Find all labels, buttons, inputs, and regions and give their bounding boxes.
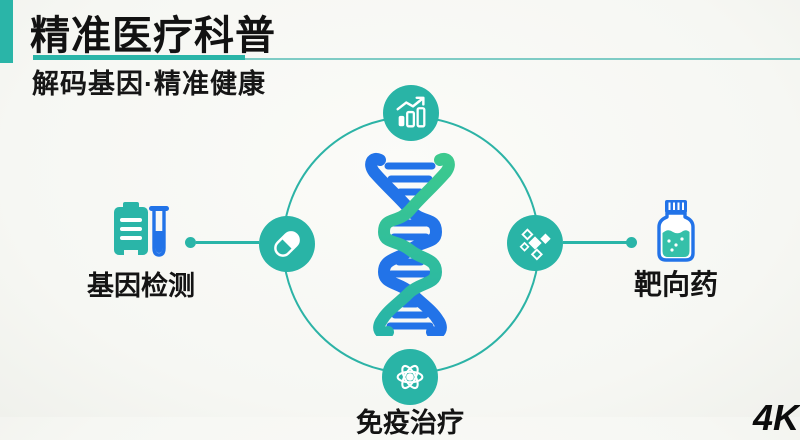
title-underline-thin bbox=[33, 58, 800, 60]
test-tube-icon bbox=[149, 206, 169, 257]
node-atom bbox=[382, 349, 438, 405]
node-molecule bbox=[507, 215, 563, 271]
label-gene-testing: 基因检测 bbox=[87, 271, 195, 301]
connector-dot-right bbox=[626, 237, 637, 248]
watermark-4k: 4K bbox=[753, 397, 800, 438]
growth-chart-icon bbox=[396, 96, 426, 128]
atom-icon bbox=[396, 364, 424, 390]
label-immunotherapy: 免疫治疗 bbox=[356, 408, 464, 438]
page-subtitle: 解码基因·精准健康 bbox=[32, 69, 266, 99]
capsule-icon bbox=[274, 231, 300, 257]
accent-bar bbox=[0, 0, 13, 63]
dna-double-helix-icon bbox=[365, 153, 455, 336]
node-capsule bbox=[259, 216, 315, 272]
dna-strand-teal bbox=[373, 153, 455, 336]
title-underline-thick bbox=[33, 55, 245, 60]
connector-dot-left bbox=[185, 237, 196, 248]
connector-line-left bbox=[196, 241, 259, 244]
report-clipboard-icon bbox=[114, 202, 148, 255]
connector-line-right bbox=[563, 241, 627, 244]
medicine-bottle-icon bbox=[657, 200, 695, 262]
molecule-diamonds-icon bbox=[519, 228, 551, 261]
page-title: 精准医疗科普 bbox=[30, 14, 276, 58]
label-targeted-drug: 靶向药 bbox=[633, 269, 718, 300]
node-growth-chart bbox=[383, 85, 439, 141]
